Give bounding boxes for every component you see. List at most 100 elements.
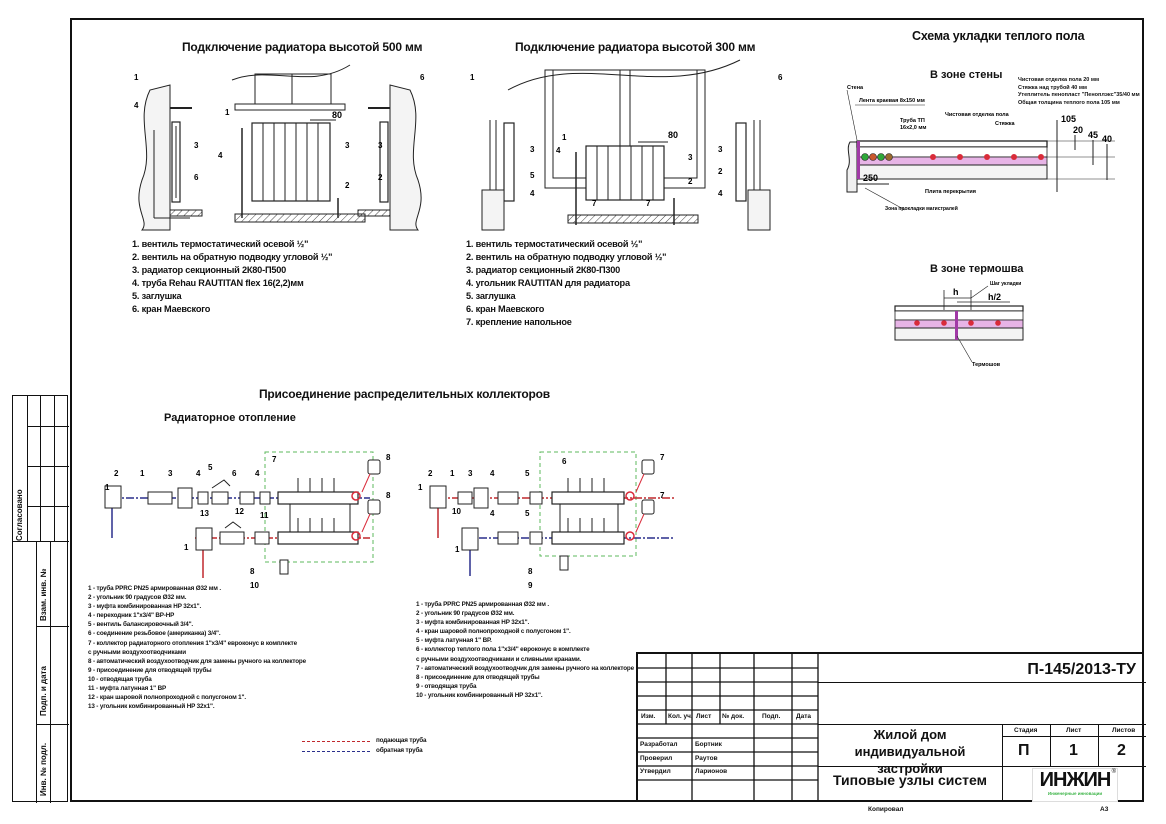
logo-text: ИНЖИН bbox=[1039, 769, 1112, 791]
legend-item: 7 - коллектор радиаторного отопления 1"х… bbox=[88, 639, 297, 647]
svg-text:2: 2 bbox=[688, 177, 693, 186]
legend-item: 7 - автоматический воздухоотводчик для з… bbox=[416, 664, 634, 672]
line-legend: подающая труба обратная труба bbox=[302, 736, 427, 756]
legend-item: 4. труба Rehau RAUTITAN flex 16(2,2)мм bbox=[132, 278, 304, 288]
dim-105: 105 bbox=[1061, 114, 1076, 124]
svg-text:5: 5 bbox=[525, 469, 530, 478]
svg-text:6: 6 bbox=[232, 469, 237, 478]
legend-item: 1 - труба PPRC PN25 армированная Ø32 мм … bbox=[88, 585, 221, 592]
svg-text:7: 7 bbox=[646, 199, 651, 208]
label-pipe-size: 16х2,0 мм bbox=[900, 125, 927, 131]
title-block: Изм. Кол. уч. Лист № док. Подп. Дата Раз… bbox=[636, 652, 1146, 802]
heading-zone-wall: В зоне стены bbox=[930, 69, 1003, 81]
legend-item: с ручными воздухоотводчиками и сливными … bbox=[416, 655, 582, 663]
label-wall: Стена bbox=[847, 85, 864, 91]
svg-text:3: 3 bbox=[718, 145, 723, 154]
svg-text:3: 3 bbox=[378, 141, 383, 150]
side-inv-orig: Инв. № подл. bbox=[39, 742, 48, 796]
legend-item: 9 - отводящая труба bbox=[416, 682, 477, 690]
logo-registered-mark: ® bbox=[1111, 769, 1116, 775]
svg-text:4: 4 bbox=[556, 146, 561, 155]
stamp-role: Проверил bbox=[640, 755, 673, 762]
label-screed: Стяжка bbox=[995, 121, 1016, 127]
label-edge-tape: Лента краевая 8х150 мм bbox=[859, 98, 925, 104]
supply-line-label: подающая труба bbox=[376, 737, 427, 745]
heading-radiator-500: Подключение радиатора высотой 500 мм bbox=[182, 40, 423, 54]
copied-label: Копировал bbox=[868, 806, 904, 813]
label-dense-zone: Зона прокладки магистралей bbox=[885, 205, 958, 212]
side-strip: Согласовано Взам. инв. № Подп. и дата Ин… bbox=[12, 395, 69, 803]
stamp-header: Дата bbox=[796, 713, 812, 720]
svg-text:1: 1 bbox=[134, 73, 139, 82]
dim-h: h bbox=[953, 287, 959, 297]
legend-item: 9 - присоединение для отводящей трубы bbox=[88, 666, 212, 674]
svg-text:6: 6 bbox=[194, 173, 199, 182]
svg-text:8: 8 bbox=[386, 453, 391, 462]
company-logo: ИНЖИН Инженерные инновации ® bbox=[1032, 768, 1118, 802]
label-step: Шаг укладки bbox=[990, 281, 1021, 287]
legend-item: 1. вентиль термостатический осевой ½" bbox=[466, 239, 643, 249]
dim-45: 45 bbox=[1088, 130, 1098, 140]
svg-text:1: 1 bbox=[455, 545, 460, 554]
line-legend-return: обратная труба bbox=[302, 746, 426, 756]
legend-item: 12 - кран шаровой полнопроходной с полус… bbox=[88, 694, 246, 702]
svg-text:4: 4 bbox=[255, 469, 260, 478]
stamp-name: Бортник bbox=[695, 741, 722, 748]
legend-item: 5. заглушка bbox=[466, 291, 516, 301]
sheet-label: Лист bbox=[1066, 727, 1082, 734]
side-sign-date: Подп. и дата bbox=[39, 666, 48, 716]
svg-text:2: 2 bbox=[345, 181, 350, 190]
sheets-value: 2 bbox=[1117, 742, 1126, 759]
legend-item: 3 - муфта комбинированная HP 32х1". bbox=[88, 603, 202, 611]
legend-item: 5. заглушка bbox=[132, 291, 182, 301]
svg-text:5: 5 bbox=[208, 463, 213, 472]
legend-item: 5 - муфта латунная 1" ВР. bbox=[416, 637, 492, 645]
svg-text:12: 12 bbox=[235, 507, 244, 516]
drawing-frame bbox=[70, 18, 1144, 802]
heading-radiator-heating: Радиаторное отопление bbox=[164, 412, 296, 424]
project-code: П-145/2013-ТУ bbox=[1027, 661, 1136, 678]
legend-item: 8 - присоединение для отводящей трубы bbox=[416, 673, 540, 681]
stamp-header: Подп. bbox=[762, 713, 781, 720]
svg-text:3: 3 bbox=[345, 141, 350, 150]
legend-item: 1 - труба PPRC PN25 армированная Ø32 мм … bbox=[416, 601, 549, 608]
stamp-role: Утвердил bbox=[640, 768, 671, 775]
floor-note: Общая толщина теплого пола 105 мм bbox=[1018, 99, 1120, 106]
stamp-header: № док. bbox=[722, 713, 745, 720]
svg-text:9: 9 bbox=[528, 581, 533, 590]
floor-notes: Чистовая отделка пола 20 мм Стяжка над т… bbox=[1018, 77, 1140, 107]
object-name: Жилой дом индивидуальной застройки bbox=[818, 726, 1002, 777]
legend-item: 3. радиатор секционный 2К80-П300 bbox=[466, 265, 621, 275]
return-line-sample bbox=[302, 750, 370, 752]
legend-radiator-300: 1. вентиль термостатический осевой ½" 2.… bbox=[466, 238, 667, 329]
svg-text:5: 5 bbox=[525, 509, 530, 518]
legend-collector-floor: 1 - труба PPRC PN25 армированная Ø32 мм … bbox=[416, 600, 634, 700]
svg-text:5: 5 bbox=[530, 171, 535, 180]
legend-item: 8 - автоматический воздухоотводчик для з… bbox=[88, 657, 306, 665]
stamp-name: Ларионов bbox=[695, 768, 728, 775]
svg-text:1: 1 bbox=[105, 483, 110, 492]
stamp-grid bbox=[638, 654, 819, 802]
legend-item: 2 - угольник 90 градусов Ø32 мм. bbox=[88, 594, 187, 602]
object-name-line2: застройки bbox=[877, 761, 943, 776]
legend-item: 3. радиатор секционный 2К80-П500 bbox=[132, 265, 287, 275]
heading-zone-thermo: В зоне термошва bbox=[930, 263, 1024, 275]
svg-text:13: 13 bbox=[200, 509, 209, 518]
legend-item: 10 - угольник комбинированный HP 32х1". bbox=[416, 691, 543, 699]
side-agreed: Согласовано bbox=[15, 489, 24, 541]
floor-note: Стяжка над трубой 40 мм bbox=[1018, 84, 1088, 91]
svg-text:1: 1 bbox=[470, 73, 475, 82]
legend-radiator-500: 1. вентиль термостатический осевой ½" 2.… bbox=[132, 238, 333, 316]
svg-text:8: 8 bbox=[386, 491, 391, 500]
dim-80b: 80 bbox=[668, 130, 678, 140]
legend-item: 7. крепление напольное bbox=[466, 317, 572, 327]
svg-text:10: 10 bbox=[452, 507, 461, 516]
stamp-header: Изм. bbox=[641, 713, 656, 720]
svg-text:4: 4 bbox=[196, 469, 201, 478]
svg-text:7: 7 bbox=[660, 453, 665, 462]
stamp-role: Разработал bbox=[640, 741, 678, 748]
svg-text:1: 1 bbox=[140, 469, 145, 478]
svg-text:1: 1 bbox=[184, 543, 189, 552]
svg-text:4: 4 bbox=[490, 509, 495, 518]
